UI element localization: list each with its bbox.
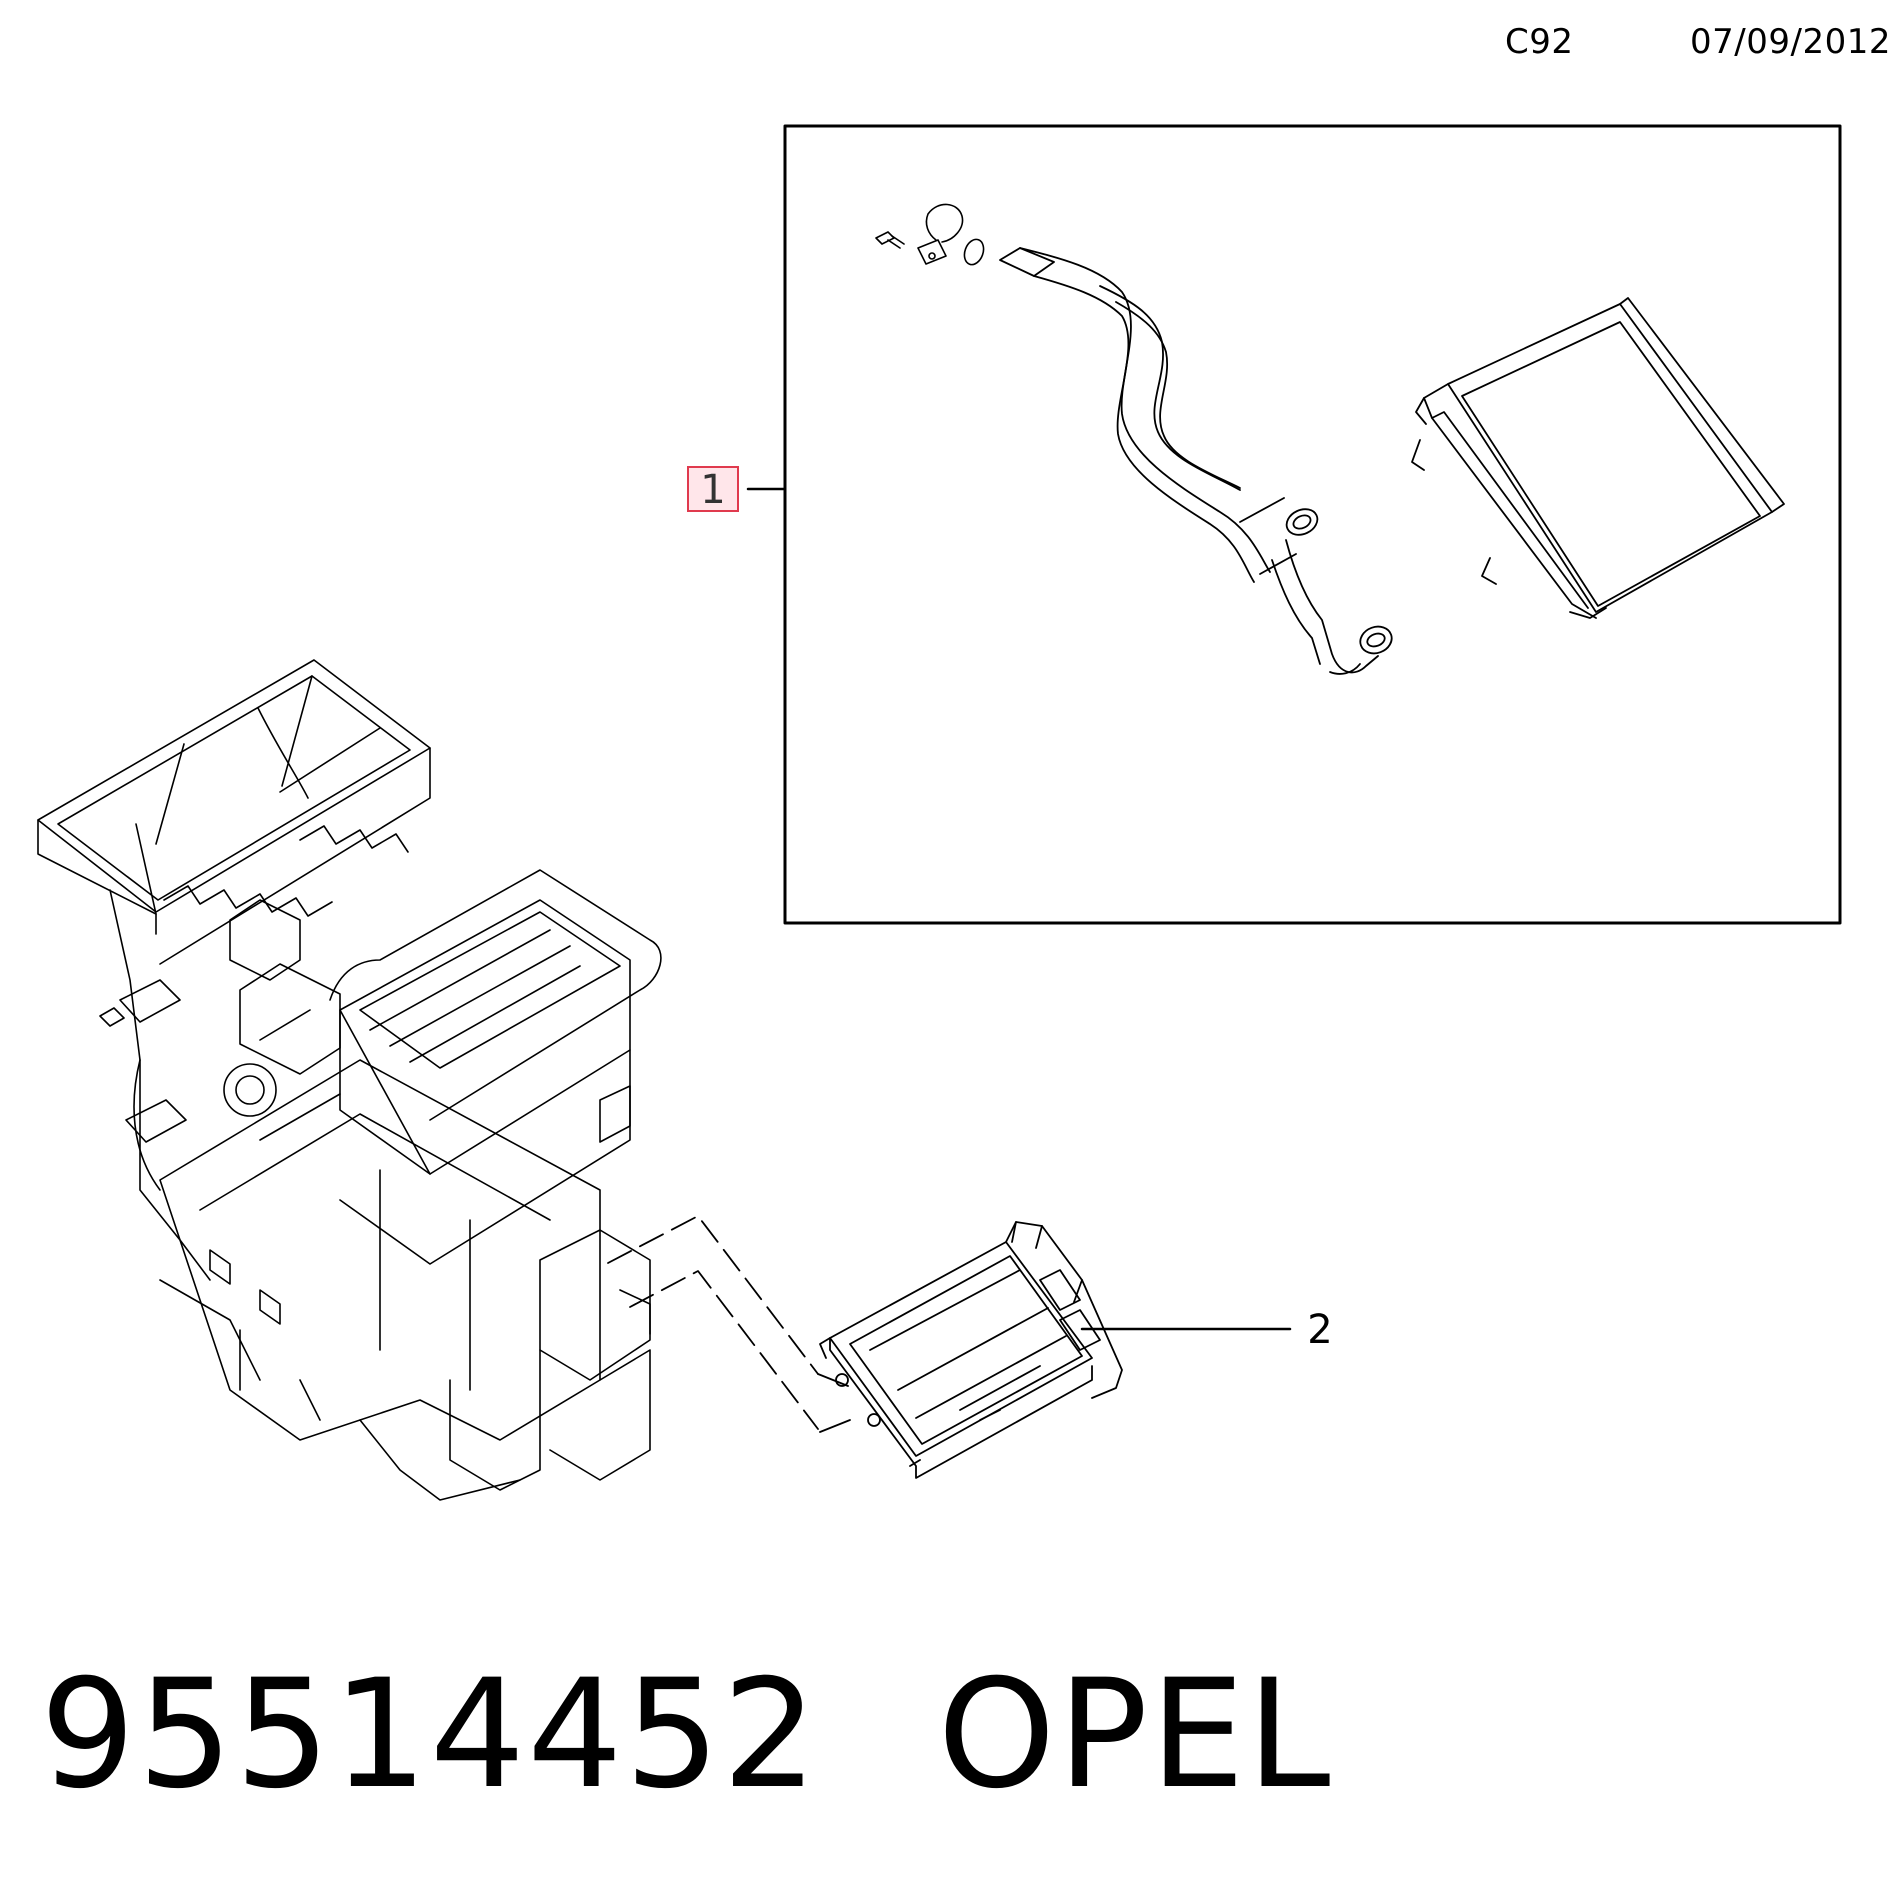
diagram-code: C92 [1505, 22, 1574, 62]
callout-1-label[interactable]: 1 [700, 467, 725, 513]
auxiliary-heater [819, 1221, 1123, 1479]
kit-frame [783, 124, 1842, 925]
callout-2-label[interactable]: 2 [1307, 1307, 1332, 1353]
insertion-guides [607, 1215, 819, 1430]
brand-name: OPEL [937, 1648, 1333, 1822]
clamp-hardware [875, 203, 985, 266]
part-number: 95514452 [40, 1648, 820, 1822]
callout-1-highlight[interactable] [687, 466, 739, 512]
hvac-housing [37, 659, 662, 1501]
heater-core [1411, 297, 1785, 619]
diagram-date: 07/09/2012 [1690, 22, 1891, 62]
heater-pipe-assembly [999, 247, 1393, 675]
